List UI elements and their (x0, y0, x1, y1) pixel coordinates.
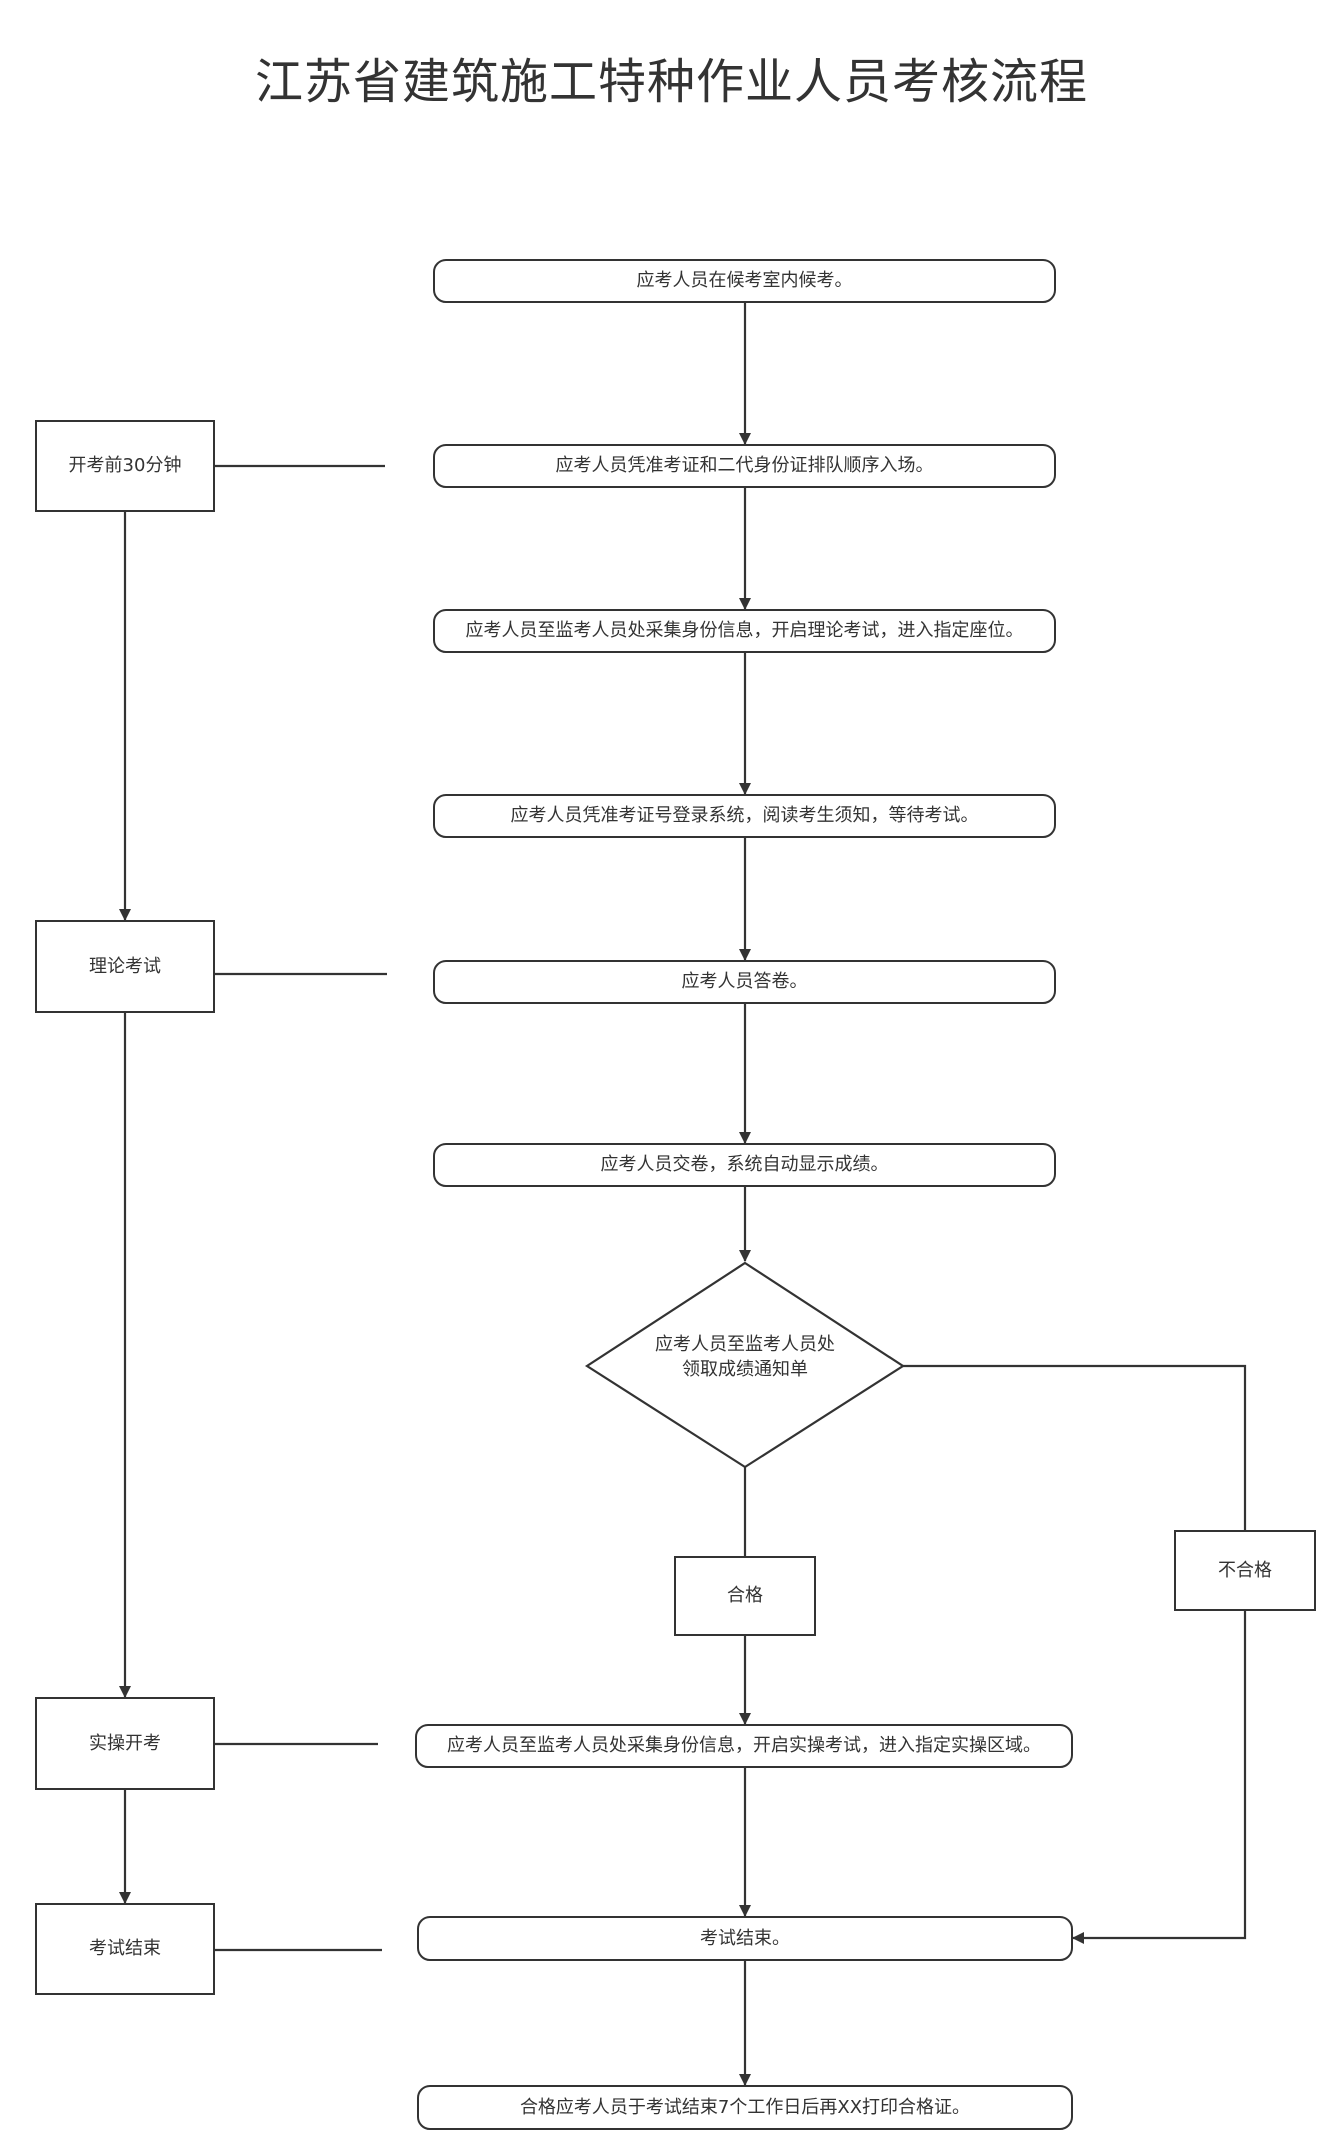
decision-diamond (584, 1261, 906, 1469)
stage-before-exam-label: 开考前30分钟 (68, 455, 182, 476)
arrow-fail-p8 (1072, 1611, 1247, 1944)
step-answer: 应考人员答卷。 (433, 960, 1056, 1004)
step-enter-label: 应考人员凭准考证和二代身份证排队顺序入场。 (555, 455, 934, 476)
decision-label-line1: 应考人员至监考人员处 (655, 1334, 835, 1355)
decision-label-line2: 领取成绩通知单 (682, 1359, 808, 1380)
step-login-label: 应考人员凭准考证号登录系统，阅读考生须知，等待考试。 (510, 805, 979, 826)
step-collect-id-theory: 应考人员至监考人员处采集身份信息，开启理论考试，进入指定座位。 (433, 609, 1056, 653)
stage-exam-end-label: 考试结束 (89, 1938, 161, 1959)
step-answer-label: 应考人员答卷。 (681, 971, 808, 992)
diagram-title: 江苏省建筑施工特种作业人员考核流程 (254, 54, 1088, 110)
step-exam-end: 考试结束。 (417, 1916, 1073, 1961)
step-wait: 应考人员在候考室内候考。 (433, 259, 1056, 303)
step-exam-end-label: 考试结束。 (700, 1927, 790, 1949)
decision-label: 应考人员至监考人员处 领取成绩通知单 (620, 1332, 870, 1382)
step-print-certificate: 合格应考人员于考试结束7个工作日后再XX打印合格证。 (417, 2085, 1073, 2130)
step-submit: 应考人员交卷，系统自动显示成绩。 (433, 1143, 1056, 1187)
step-collect-id-practical-label: 应考人员至监考人员处采集身份信息，开启实操考试，进入指定实操区域。 (447, 1735, 1041, 1756)
stage-practical-exam-label: 实操开考 (89, 1732, 161, 1754)
branch-pass-label: 合格 (727, 1585, 763, 1606)
stage-theory-exam: 理论考试 (35, 920, 215, 1013)
stage-practical-exam: 实操开考 (35, 1697, 215, 1790)
line-decision-fail (903, 1364, 1247, 1530)
step-wait-label: 应考人员在候考室内候考。 (636, 270, 853, 291)
step-enter: 应考人员凭准考证和二代身份证排队顺序入场。 (433, 444, 1056, 488)
branch-pass: 合格 (674, 1556, 816, 1636)
branch-fail-label: 不合格 (1218, 1559, 1272, 1581)
step-print-certificate-label: 合格应考人员于考试结束7个工作日后再XX打印合格证。 (519, 2096, 971, 2118)
branch-fail: 不合格 (1174, 1530, 1316, 1611)
stage-exam-end: 考试结束 (35, 1903, 215, 1995)
step-collect-id-theory-label: 应考人员至监考人员处采集身份信息，开启理论考试，进入指定座位。 (465, 620, 1024, 641)
stage-before-exam: 开考前30分钟 (35, 420, 215, 512)
stage-theory-exam-label: 理论考试 (89, 955, 161, 977)
step-submit-label: 应考人员交卷，系统自动显示成绩。 (600, 1154, 889, 1175)
step-login: 应考人员凭准考证号登录系统，阅读考生须知，等待考试。 (433, 794, 1056, 838)
step-collect-id-practical: 应考人员至监考人员处采集身份信息，开启实操考试，进入指定实操区域。 (415, 1724, 1073, 1768)
